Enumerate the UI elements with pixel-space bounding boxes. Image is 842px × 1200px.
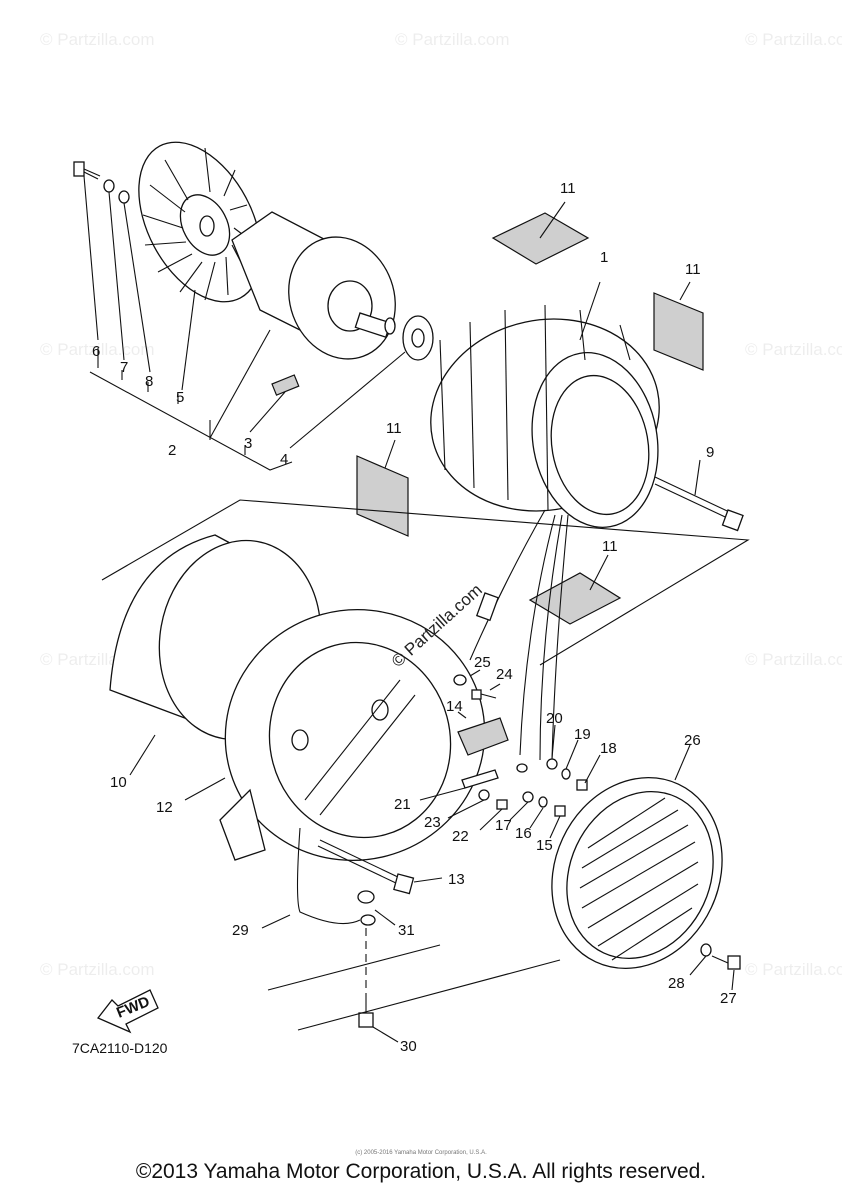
diagram-code: 7CA2110-D120 — [72, 1040, 168, 1056]
callout-30: 30 — [400, 1038, 417, 1055]
washer-part — [561, 768, 571, 780]
callout-17: 17 — [495, 817, 512, 834]
insulation-pad-part — [491, 212, 590, 265]
washer-part — [546, 758, 558, 770]
callout-24: 24 — [496, 666, 513, 683]
callout-16: 16 — [515, 825, 532, 842]
watermark: © Partzilla.com — [745, 340, 842, 359]
callout-1: 1 — [600, 249, 608, 266]
callout-22: 22 — [452, 828, 469, 845]
callout-28: 28 — [668, 975, 685, 992]
callout-9: 9 — [706, 444, 714, 461]
bolt-part — [358, 1000, 374, 1028]
brush-part — [271, 374, 300, 396]
callout-10: 10 — [110, 774, 127, 791]
bolt-part — [73, 161, 101, 180]
callout-14: 14 — [446, 698, 463, 715]
callout-25: 25 — [474, 654, 491, 671]
watermark: © Partzilla.com — [40, 30, 155, 49]
grille-cover-part — [551, 777, 723, 969]
terminal-part — [453, 674, 467, 686]
callout-31: 31 — [398, 922, 415, 939]
callout-27: 27 — [720, 990, 737, 1007]
callout-2: 2 — [168, 442, 176, 459]
washer-part — [700, 943, 712, 957]
bearing-part — [402, 315, 434, 361]
callout-6: 6 — [92, 343, 100, 360]
long-bolt-part — [317, 839, 415, 895]
callout-18: 18 — [600, 740, 617, 757]
cooling-fan-part — [138, 141, 262, 303]
copyright-footer: ©2013 Yamaha Motor Corporation, U.S.A. A… — [135, 1160, 707, 1183]
callout-13: 13 — [448, 871, 465, 888]
rectifier-part — [457, 717, 509, 756]
callout-3: 3 — [244, 435, 252, 452]
washer-part — [538, 796, 548, 808]
callout-15: 15 — [536, 837, 553, 854]
ground-lead-part — [296, 827, 361, 925]
callout-7: 7 — [120, 359, 128, 376]
callout-8: 8 — [145, 373, 153, 390]
callout-29: 29 — [232, 922, 249, 939]
watermark: © Partzilla.com — [745, 650, 842, 669]
watermark: © Partzilla.com — [745, 960, 842, 979]
through-bolt-part — [654, 476, 744, 532]
washer-part — [103, 179, 115, 193]
end-cover-part — [109, 534, 322, 741]
bolt-part — [711, 955, 741, 970]
callout-23: 23 — [424, 814, 441, 831]
tiny-copyright-notice: (c) 2005-2016 Yamaha Motor Corporation, … — [355, 1150, 487, 1156]
stator-part — [430, 304, 660, 528]
callout-4: 4 — [280, 451, 288, 468]
watermark: © Partzilla.com — [745, 30, 842, 49]
watermark: © Partzilla.com — [395, 30, 510, 49]
callout-26: 26 — [684, 732, 701, 749]
callout-20: 20 — [546, 710, 563, 727]
callout-21: 21 — [394, 796, 411, 813]
callout-5: 5 — [176, 389, 184, 406]
watermark-layer: © Partzilla.com © Partzilla.com © Partzi… — [40, 30, 842, 979]
screw-part — [496, 799, 508, 810]
callout-19: 19 — [574, 726, 591, 743]
callout-11: 11 — [602, 538, 618, 555]
washer-part — [522, 791, 534, 803]
callout-11: 11 — [685, 261, 701, 278]
watermark: © Partzilla.com — [40, 960, 155, 979]
washer-part — [478, 789, 490, 801]
bracket-part — [219, 609, 486, 861]
terminal-part — [360, 914, 376, 926]
insulation-pad-part — [653, 292, 704, 371]
callout-11: 11 — [560, 180, 576, 197]
watermark: © Partzilla.com — [40, 340, 155, 359]
terminal-part — [516, 763, 528, 773]
callout-11: 11 — [386, 420, 402, 437]
callout-12: 12 — [156, 799, 173, 816]
screw-part — [576, 779, 588, 791]
fwd-arrow-icon: FWD — [96, 989, 159, 1034]
screw-part — [471, 689, 497, 700]
plate-part — [461, 769, 499, 789]
rotor-part — [231, 211, 396, 360]
screw-part — [554, 805, 566, 817]
insulation-pad-part — [356, 455, 409, 537]
insulation-pad-part — [528, 572, 622, 625]
nut-part — [357, 890, 375, 904]
washer-part — [118, 190, 130, 204]
